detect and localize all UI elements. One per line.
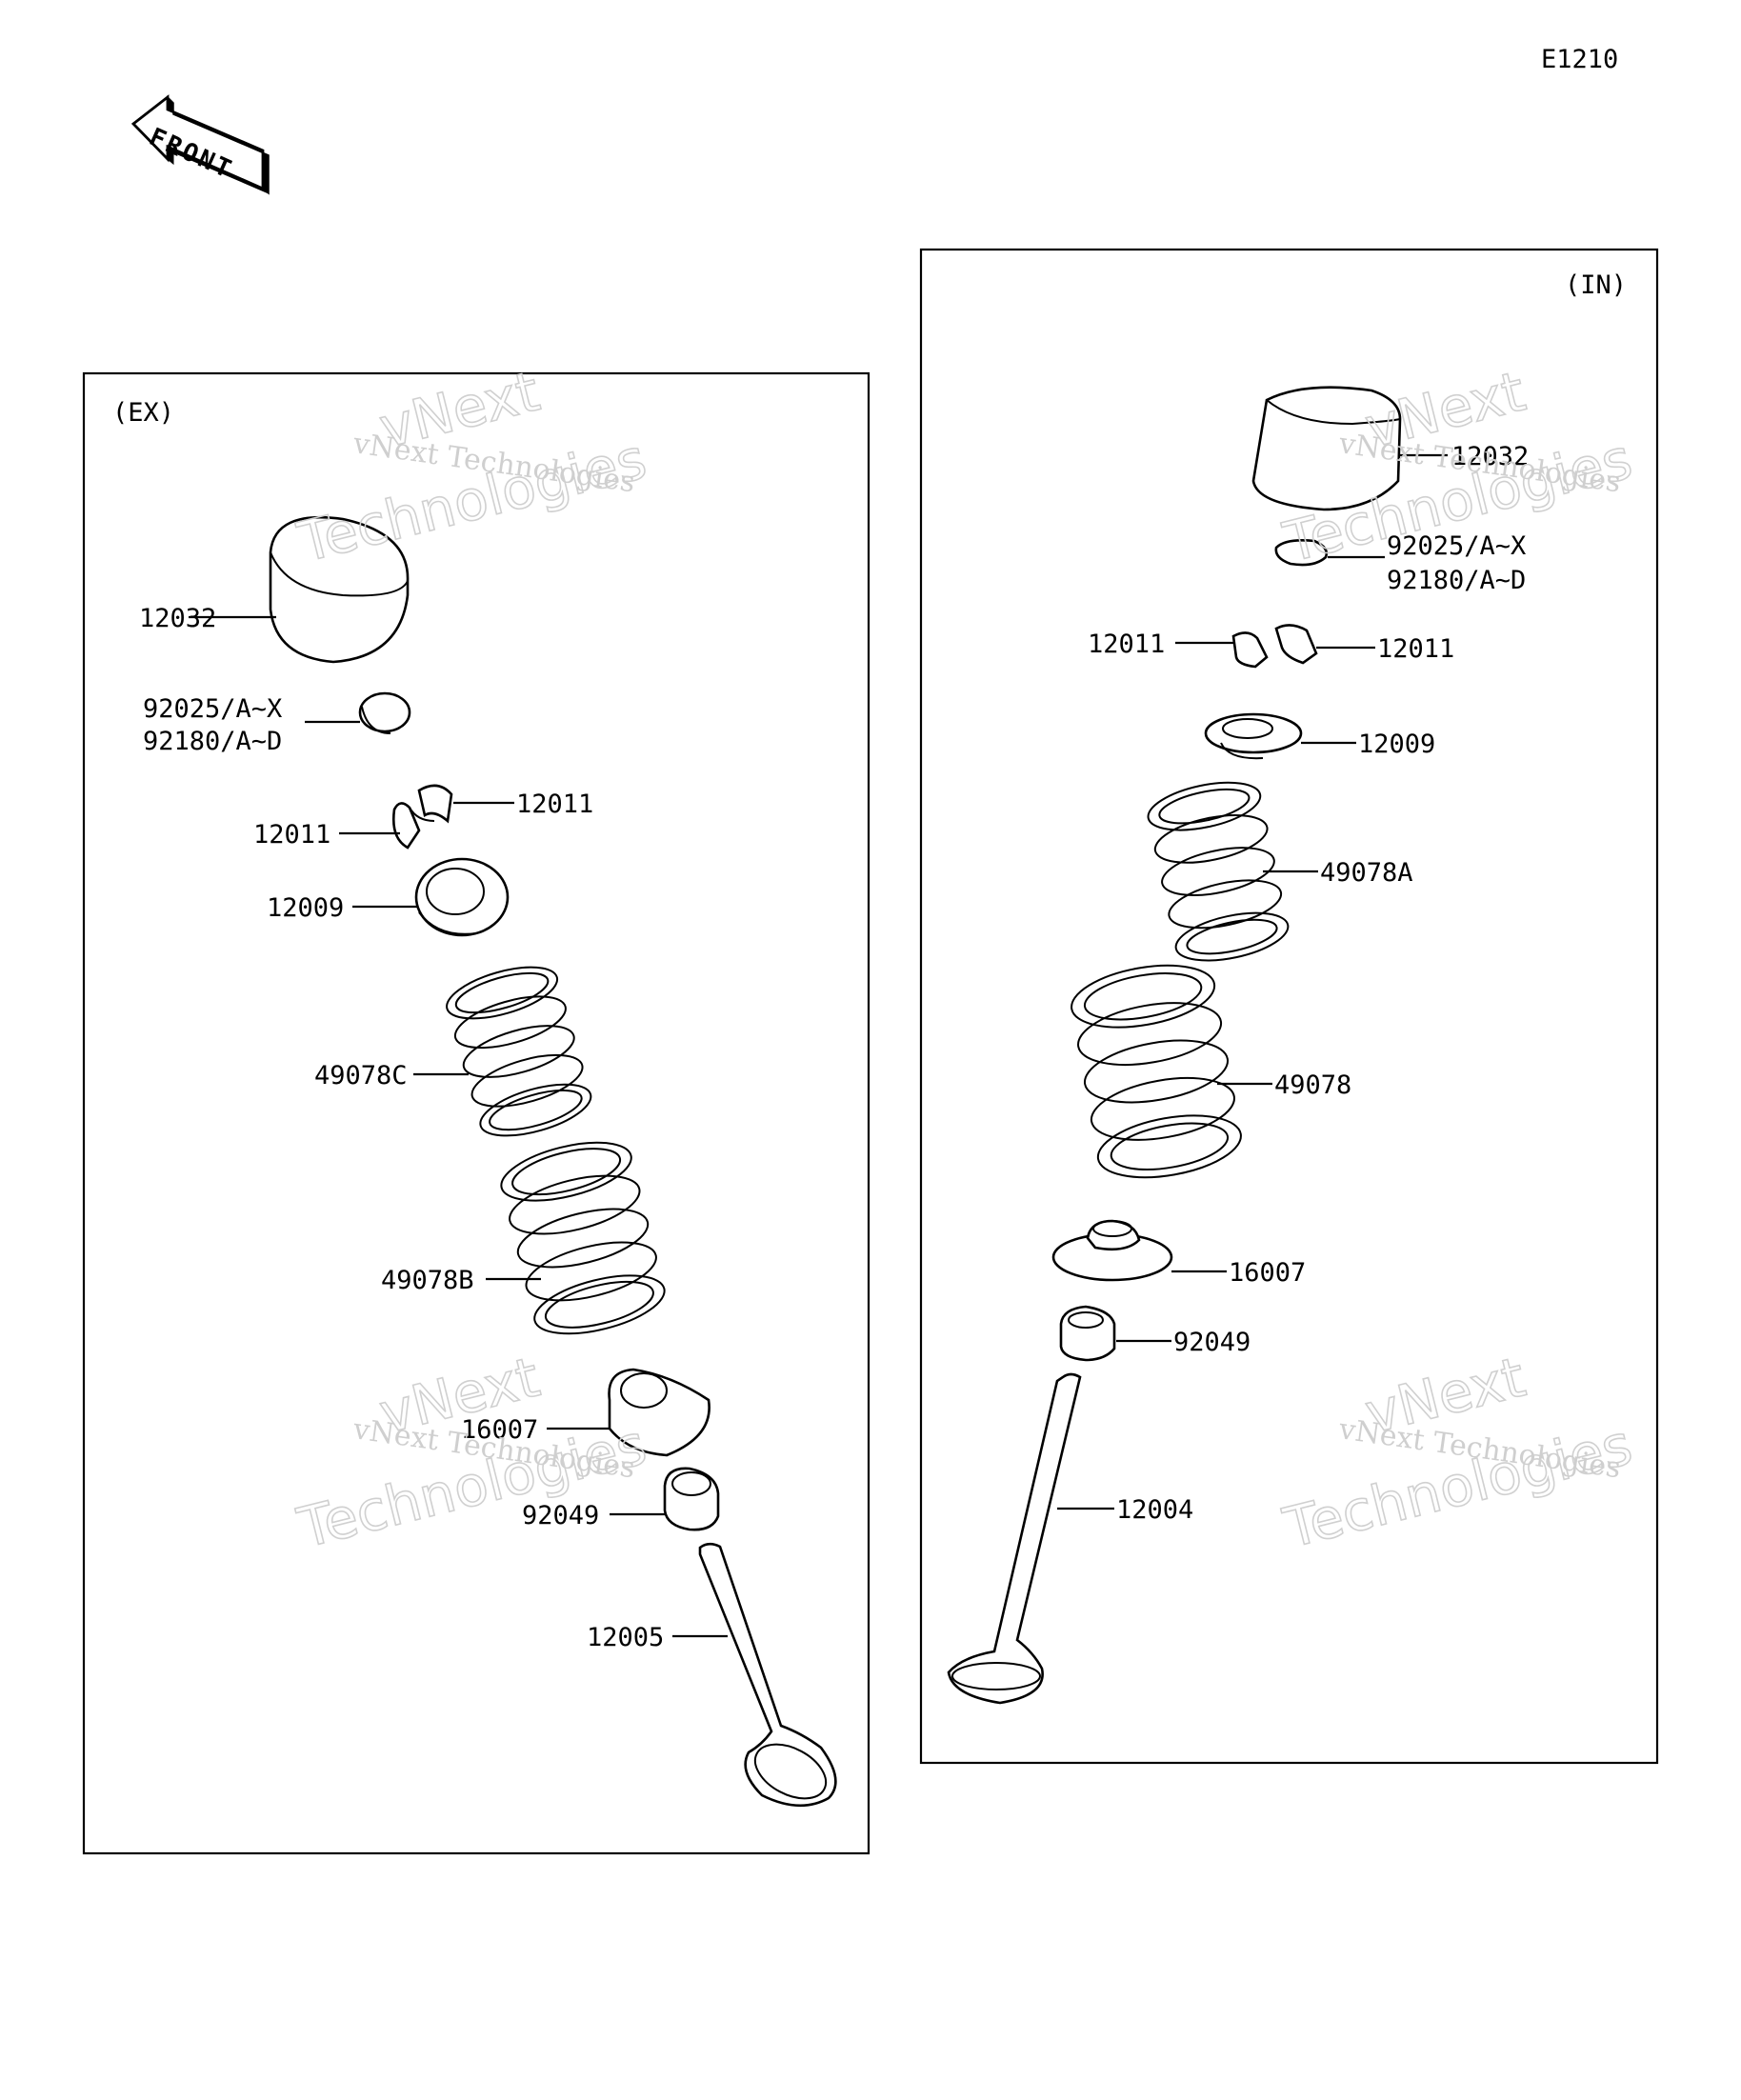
- ex-outer-spring-label: 49078B: [381, 1266, 474, 1295]
- ex-cotter-label-right: 12011: [516, 790, 593, 819]
- ex-inner-spring: [446, 966, 592, 1137]
- in-spring-seat-label: 16007: [1229, 1258, 1306, 1288]
- front-arrow-icon: FRONT: [130, 94, 270, 195]
- in-shim-label-1: 92025/A~X: [1387, 531, 1526, 561]
- ex-stem-seal: [663, 1467, 720, 1531]
- in-shim-label-2: 92180/A~D: [1387, 566, 1526, 595]
- ex-shim-label-2: 92180/A~D: [143, 727, 282, 756]
- ex-inner-spring-label: 49078C: [314, 1061, 408, 1090]
- ex-outer-spring: [500, 1141, 666, 1335]
- in-spring-seat: [1051, 1219, 1173, 1282]
- diagram-code: E1210: [1541, 45, 1618, 74]
- exhaust-panel-title: (EX): [112, 398, 174, 428]
- in-valve-cotters: [1231, 624, 1318, 669]
- ex-cotter-label-left: 12011: [253, 820, 330, 850]
- in-inner-spring: [1147, 781, 1290, 962]
- ex-retainer-label: 12009: [267, 893, 344, 923]
- in-cotter-label-left: 12011: [1088, 630, 1165, 659]
- watermark-top-left: vNext Technologies vNext Technologies: [290, 358, 653, 576]
- ex-valve-lifter: [269, 515, 410, 664]
- in-retainer-label: 12009: [1358, 730, 1435, 759]
- in-stem-seal-label: 92049: [1173, 1328, 1251, 1357]
- ex-shim-label-1: 92025/A~X: [143, 694, 282, 724]
- intake-panel: (IN) 12032 92025/A~X 92180/A~D 12011 120…: [919, 248, 1659, 1765]
- in-inner-spring-label: 49078A: [1320, 858, 1413, 888]
- ex-stem-seal-label: 92049: [522, 1501, 599, 1530]
- ex-spring-retainer: [414, 857, 510, 937]
- in-valve-lifter: [1251, 386, 1402, 511]
- ex-valve: [698, 1542, 837, 1808]
- watermark-top-right: vNext Technologies vNext Technologies: [1276, 358, 1639, 576]
- ex-valve-cotters: [392, 784, 453, 850]
- in-outer-spring-label: 49078: [1274, 1070, 1351, 1100]
- exhaust-panel: (EX) 12032 92025/A~X 92180/A~D 12011 120…: [82, 371, 870, 1855]
- in-lifter-label: 12032: [1451, 442, 1529, 471]
- ex-shim: [358, 691, 411, 734]
- ex-spring-seat: [608, 1368, 710, 1457]
- watermark-bottom-right: vNext Technologies vNext Technologies: [1276, 1344, 1639, 1562]
- in-cotter-label-right: 12011: [1377, 634, 1454, 664]
- in-shim: [1274, 539, 1329, 567]
- in-stem-seal: [1059, 1305, 1116, 1362]
- ex-spring-seat-label: 16007: [461, 1415, 538, 1445]
- in-outer-spring: [1071, 964, 1242, 1179]
- in-valve-label: 12004: [1116, 1495, 1193, 1525]
- ex-lifter-label: 12032: [139, 604, 216, 633]
- intake-panel-title: (IN): [1565, 270, 1627, 300]
- in-valve: [947, 1372, 1082, 1705]
- in-spring-retainer: [1204, 712, 1303, 760]
- ex-valve-label: 12005: [587, 1623, 664, 1652]
